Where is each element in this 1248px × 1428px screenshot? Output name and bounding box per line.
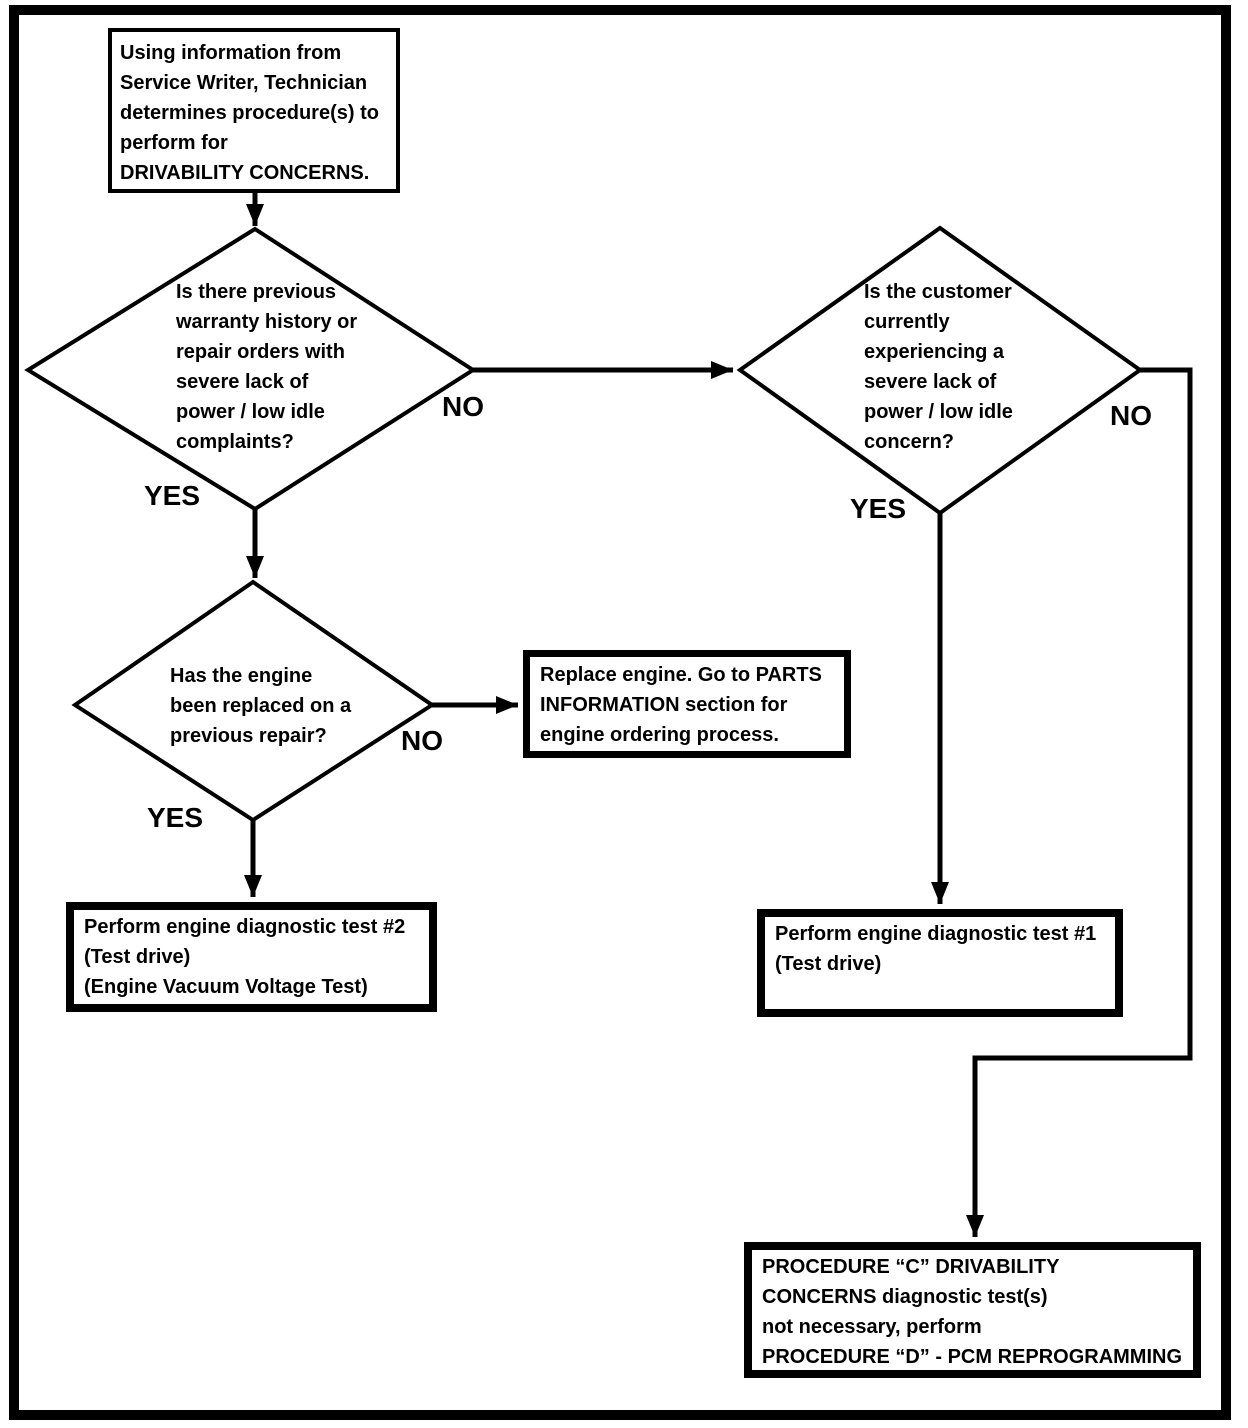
decision-customer-question: Is the customer currently experiencing a… — [864, 281, 1013, 453]
decision-customer-yes-label: YES — [850, 493, 907, 524]
test1-box-text: Perform engine diagnostic test #1 (Test … — [775, 923, 1097, 975]
decision-engine-replaced-question: Has the engine been replaced on a previo… — [170, 665, 352, 747]
decision-customer-no-label: NO — [1110, 400, 1152, 431]
procedure-c-box: PROCEDURE “C” DRIVABILITY CONCERNS diagn… — [744, 1242, 1201, 1378]
test2-box: Perform engine diagnostic test #2 (Test … — [66, 902, 437, 1012]
edge-customer-no-to-procedure-c — [966, 367, 1193, 1237]
start-box-text: Using information from Service Writer, T… — [120, 42, 379, 184]
decision-warranty-yes-label: YES — [144, 480, 201, 511]
procedure-c-box-text: PROCEDURE “C” DRIVABILITY CONCERNS diagn… — [762, 1256, 1183, 1368]
decision-warranty-question: Is there previous warranty history or re… — [176, 281, 358, 453]
decision-engine-replaced-no-label: NO — [401, 725, 443, 756]
replace-engine-box-text: Replace engine. Go to PARTS INFORMATION … — [540, 664, 822, 746]
decision-warranty-no-label: NO — [442, 391, 484, 422]
page-border — [9, 5, 1231, 1420]
start-box: Using information from Service Writer, T… — [108, 28, 400, 193]
decision-engine-replaced-yes-label: YES — [147, 802, 204, 833]
test2-box-text: Perform engine diagnostic test #2 (Test … — [84, 916, 406, 998]
replace-engine-box: Replace engine. Go to PARTS INFORMATION … — [523, 650, 851, 758]
test1-box: Perform engine diagnostic test #1 (Test … — [757, 909, 1123, 1017]
